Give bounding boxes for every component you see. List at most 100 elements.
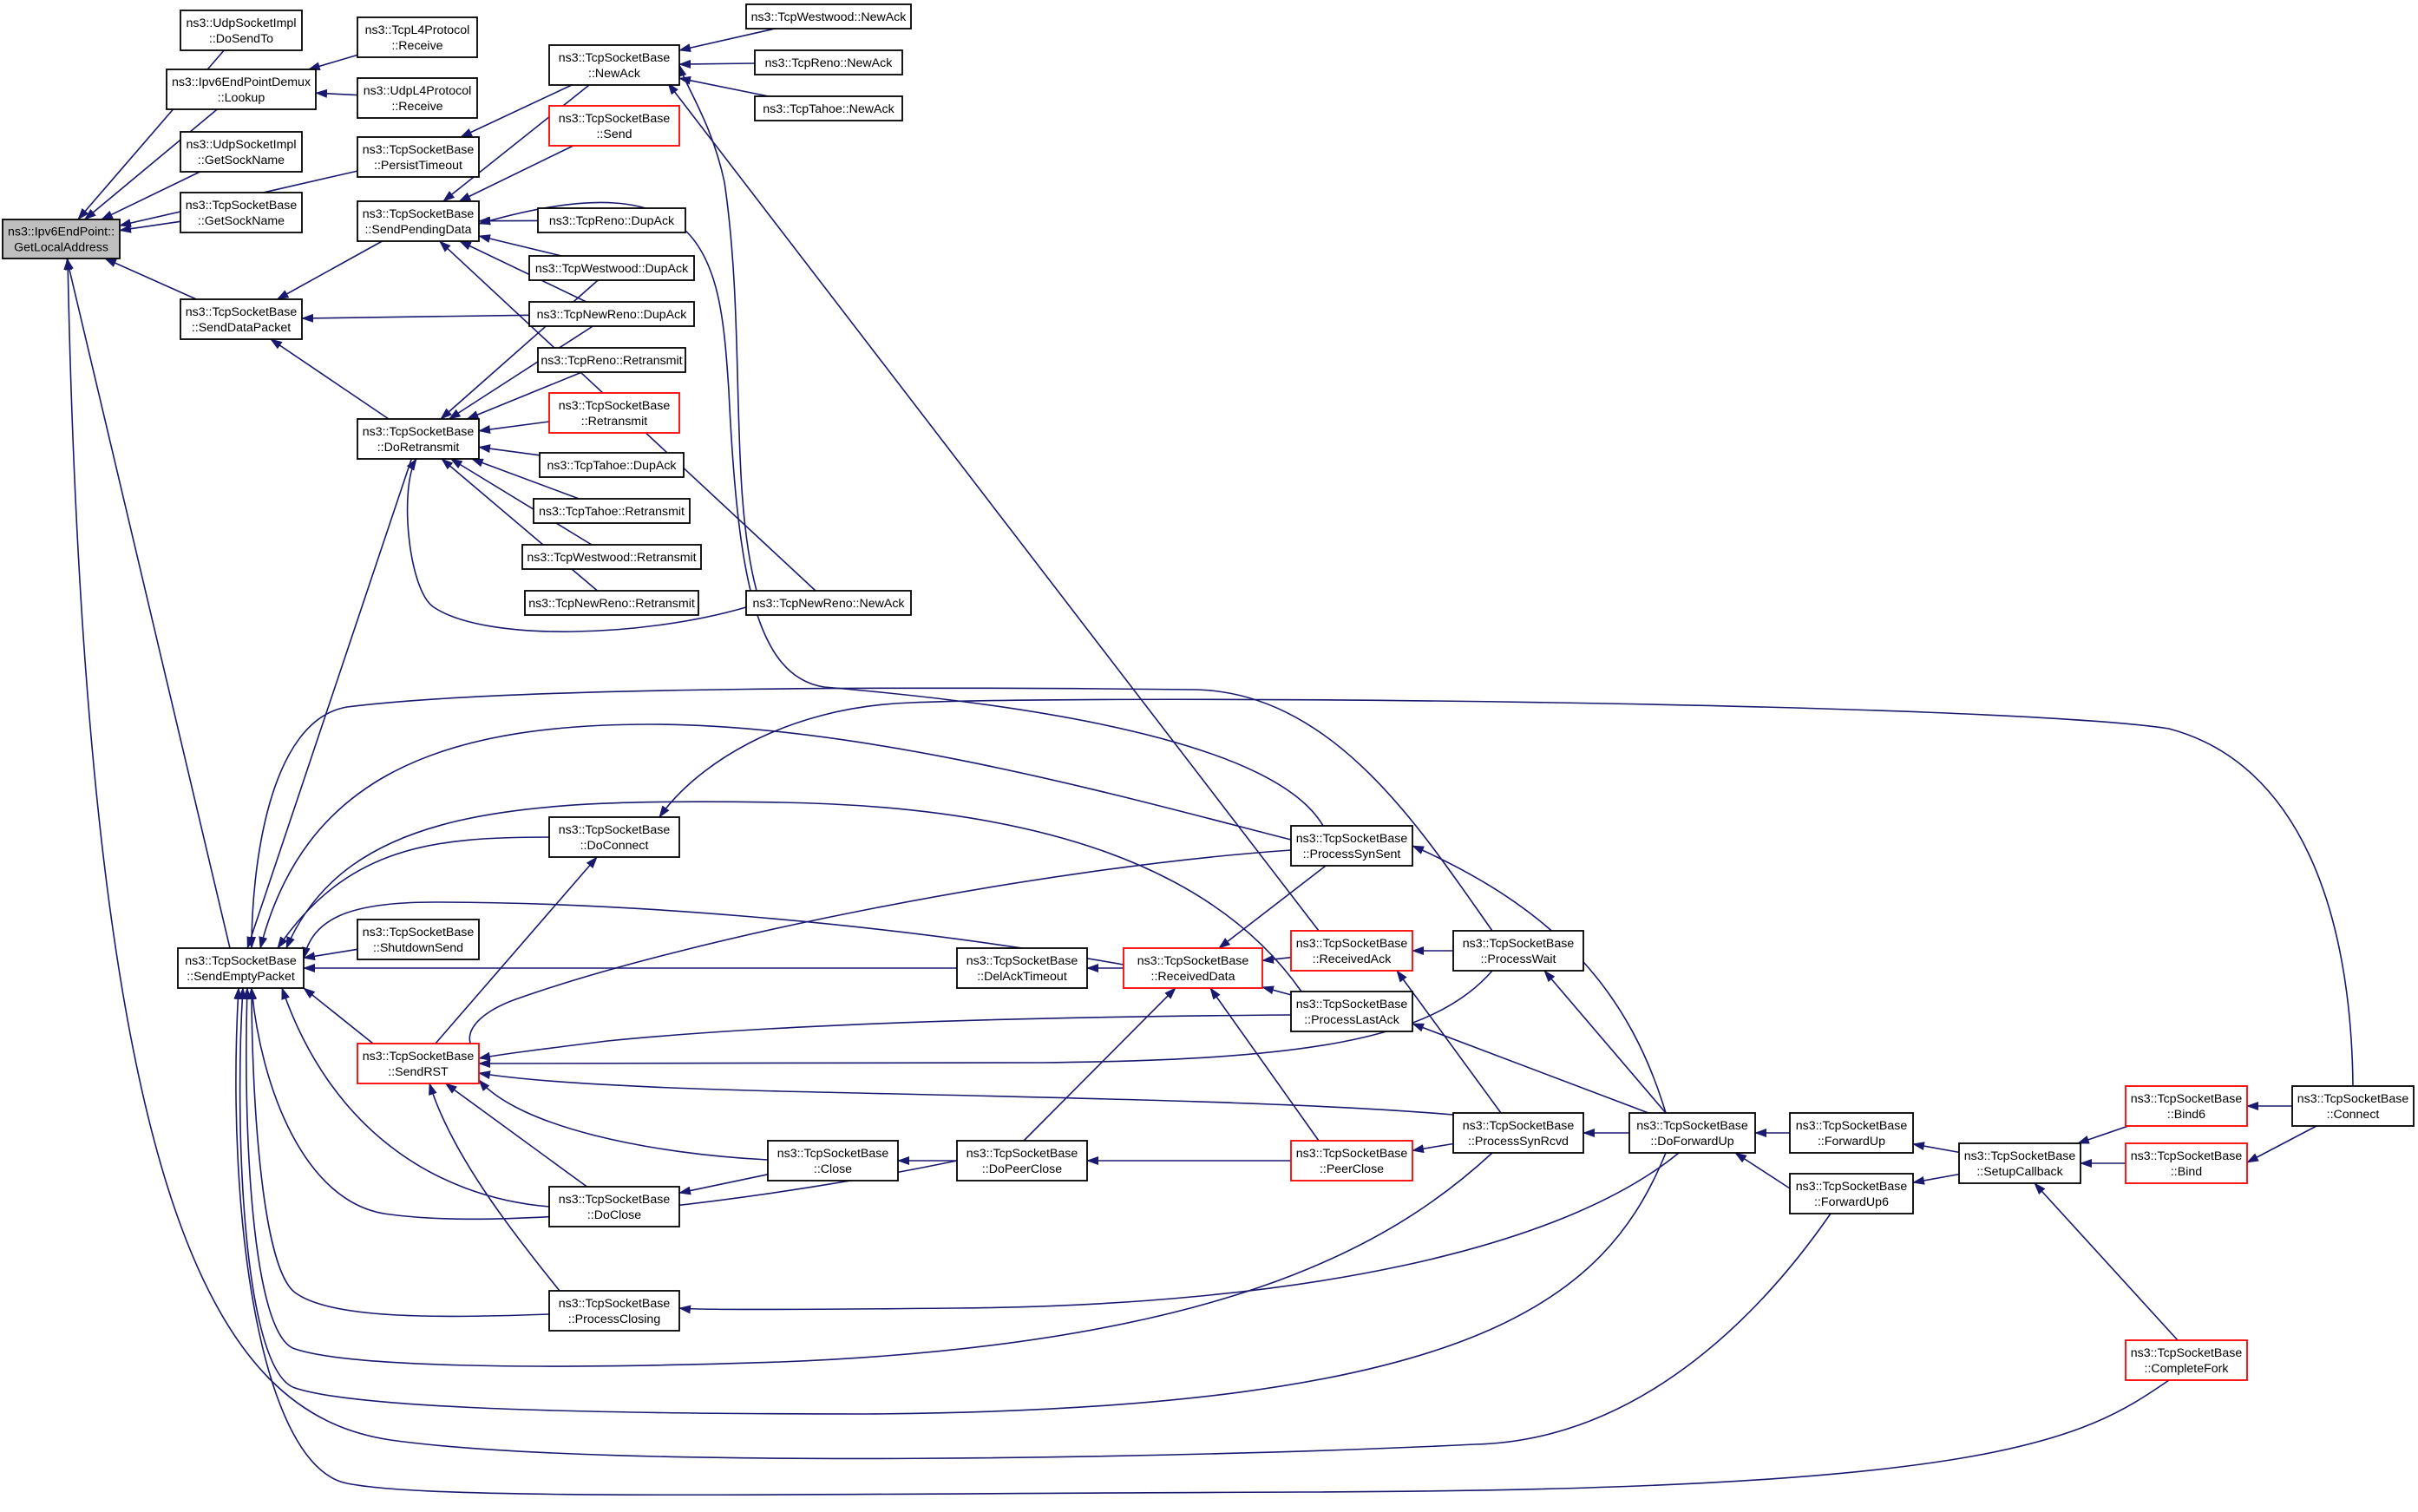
node-udp_getsockname[interactable]: ns3::UdpSocketImpl::GetSockName <box>180 131 303 173</box>
node-processsynsent[interactable]: ns3::TcpSocketBase::ProcessSynSent <box>1290 825 1413 867</box>
node-bind[interactable]: ns3::TcpSocketBase::Bind <box>2125 1142 2248 1184</box>
node-tahoe_dupack[interactable]: ns3::TcpTahoe::DupAck <box>539 452 685 478</box>
edge-doretransmit-to-senddatapacket <box>270 338 390 420</box>
edge-processlastack-to-sendrst <box>478 1014 1292 1061</box>
edge-newreno_dupack-to-doretransmit <box>448 325 593 420</box>
node-label: ::PersistTimeout <box>374 159 462 173</box>
node-label: ::DoClose <box>587 1208 641 1222</box>
node-reno_retransmit[interactable]: ns3::TcpReno::Retransmit <box>537 347 686 373</box>
node-delacktimeout[interactable]: ns3::TcpSocketBase::DelAckTimeout <box>956 947 1088 989</box>
edges-layer <box>63 28 2354 1496</box>
node-processlastack[interactable]: ns3::TcpSocketBase::ProcessLastAck <box>1290 991 1413 1032</box>
node-box <box>2125 1142 2248 1184</box>
node-label: ns3::TcpSocketBase <box>186 305 298 319</box>
edge-processsynsent-to-receiveddata <box>1218 865 1327 949</box>
node-box <box>1789 1112 1914 1154</box>
node-connect[interactable]: ns3::TcpSocketBase::Connect <box>2291 1085 2415 1127</box>
node-newreno_newack[interactable]: ns3::TcpNewReno::NewAck <box>745 590 912 616</box>
node-newreno_retransmit[interactable]: ns3::TcpNewReno::Retransmit <box>524 590 699 616</box>
node-box <box>180 298 303 340</box>
node-bind6[interactable]: ns3::TcpSocketBase::Bind6 <box>2125 1085 2248 1127</box>
node-tcpl4_receive[interactable]: ns3::TcpL4Protocol::Receive <box>357 16 478 58</box>
node-doclose[interactable]: ns3::TcpSocketBase::DoClose <box>548 1186 680 1227</box>
node-shutdownsend[interactable]: ns3::TcpSocketBase::ShutdownSend <box>357 919 480 960</box>
node-tahoe_retransmit[interactable]: ns3::TcpTahoe::Retransmit <box>533 498 691 524</box>
edge-senddatapacket-to-getlocal <box>104 258 197 300</box>
node-tcpsend[interactable]: ns3::TcpSocketBase::Send <box>548 105 680 147</box>
edge-doforwardup-to-processsynsent <box>1412 845 1667 1114</box>
node-westwood_newack[interactable]: ns3::TcpWestwood::NewAck <box>745 3 912 29</box>
node-label: ns3::TcpReno::DupAck <box>549 214 675 228</box>
node-forwardup6[interactable]: ns3::TcpSocketBase::ForwardUp6 <box>1789 1173 1914 1214</box>
node-label: ns3::TcpSocketBase <box>2131 1149 2243 1163</box>
node-doretransmit[interactable]: ns3::TcpSocketBase::DoRetransmit <box>357 418 480 460</box>
node-label: ::SendRST <box>388 1065 449 1079</box>
node-doconnect[interactable]: ns3::TcpSocketBase::DoConnect <box>548 816 680 858</box>
node-processwait[interactable]: ns3::TcpSocketBase::ProcessWait <box>1452 930 1584 972</box>
node-dopeerclose[interactable]: ns3::TcpSocketBase::DoPeerClose <box>956 1140 1088 1181</box>
node-peerclose[interactable]: ns3::TcpSocketBase::PeerClose <box>1290 1140 1413 1181</box>
node-receivedack[interactable]: ns3::TcpSocketBase::ReceivedAck <box>1290 930 1413 972</box>
node-sendrst[interactable]: ns3::TcpSocketBase::SendRST <box>357 1043 480 1084</box>
node-reno_dupack[interactable]: ns3::TcpReno::DupAck <box>537 207 686 233</box>
node-label: ::DoPeerClose <box>982 1162 1062 1176</box>
node-box <box>1123 947 1263 989</box>
node-reno_newack[interactable]: ns3::TcpReno::NewAck <box>754 49 903 75</box>
node-label: ns3::TcpSocketBase <box>363 207 475 221</box>
node-processsynrcvd[interactable]: ns3::TcpSocketBase::ProcessSynRcvd <box>1452 1112 1584 1154</box>
node-setupcallback[interactable]: ns3::TcpSocketBase::SetupCallback <box>1958 1142 2081 1184</box>
node-westwood_retransmit[interactable]: ns3::TcpWestwood::Retransmit <box>521 544 702 570</box>
node-label: ns3::TcpSocketBase <box>2131 1092 2243 1106</box>
node-label: ::Retransmit <box>581 415 648 429</box>
edge-reno_retransmit-to-doretransmit <box>466 371 583 420</box>
node-label: ::DelAckTimeout <box>977 970 1067 984</box>
node-udpl4_receive[interactable]: ns3::UdpL4Protocol::Receive <box>357 77 478 119</box>
node-label: ns3::TcpSocketBase <box>1296 937 1408 951</box>
node-label: ns3::TcpSocketBase <box>1296 1147 1408 1161</box>
edge-dopeerclose-to-receiveddata <box>1023 987 1176 1142</box>
node-label: ::ProcessClosing <box>568 1312 660 1326</box>
node-doforwardup[interactable]: ns3::TcpSocketBase::DoForwardUp <box>1628 1112 1756 1154</box>
edge-doforwardup-to-processlastack <box>1412 1023 1649 1114</box>
node-getlocal[interactable]: ns3::Ipv6EndPoint::GetLocalAddress <box>2 219 121 259</box>
edge-doretransmit-to-sendempty <box>246 458 413 949</box>
edge-doclose-to-sendempty <box>281 987 550 1208</box>
node-receiveddata[interactable]: ns3::TcpSocketBase::ReceivedData <box>1123 947 1263 989</box>
node-senddatapacket[interactable]: ns3::TcpSocketBase::SendDataPacket <box>180 298 303 340</box>
node-forwardup[interactable]: ns3::TcpSocketBase::ForwardUp <box>1789 1112 1914 1154</box>
node-tcp_getsockname[interactable]: ns3::TcpSocketBase::GetSockName <box>180 192 303 233</box>
node-label: ::ProcessSynSent <box>1303 848 1401 861</box>
node-label: ::Send <box>596 128 632 141</box>
node-westwood_dupack[interactable]: ns3::TcpWestwood::DupAck <box>528 255 695 281</box>
edge-setupcallback-to-forwardup <box>1912 1142 1960 1154</box>
node-persisttimeout[interactable]: ns3::TcpSocketBase::PersistTimeout <box>357 136 480 178</box>
node-label: ns3::UdpSocketImpl <box>187 16 297 30</box>
node-label: ns3::TcpSocketBase <box>559 51 671 65</box>
node-completefork[interactable]: ns3::TcpSocketBase::CompleteFork <box>2125 1339 2248 1381</box>
edge-tahoe_dupack-to-doretransmit <box>478 444 541 456</box>
node-newreno_dupack[interactable]: ns3::TcpNewReno::DupAck <box>528 301 695 327</box>
node-box <box>537 207 686 233</box>
node-demux_lookup[interactable]: ns3::Ipv6EndPointDemux::Lookup <box>166 69 317 110</box>
node-label: ns3::TcpNewReno::DupAck <box>537 308 688 322</box>
node-sendpending[interactable]: ns3::TcpSocketBase::SendPendingData <box>357 200 480 242</box>
edge-processwait-to-sendempty <box>247 687 1493 949</box>
node-processclosing[interactable]: ns3::TcpSocketBase::ProcessClosing <box>548 1290 680 1332</box>
node-close[interactable]: ns3::TcpSocketBase::Close <box>767 1140 899 1181</box>
edge-sendpending-to-senddatapacket <box>276 240 383 300</box>
node-label: ns3::TcpTahoe::NewAck <box>763 102 894 116</box>
node-base_retransmit[interactable]: ns3::TcpSocketBase::Retransmit <box>548 392 680 434</box>
node-newack[interactable]: ns3::TcpSocketBase::NewAck <box>548 44 680 86</box>
edge-udp_getsockname-to-getlocal <box>101 171 200 220</box>
node-udp_dosendto[interactable]: ns3::UdpSocketImpl::DoSendTo <box>180 10 303 51</box>
node-tahoe_newack[interactable]: ns3::TcpTahoe::NewAck <box>754 95 903 121</box>
edge-newreno_newack-to-doretransmit <box>406 458 747 632</box>
node-label: ::Receive <box>391 100 442 114</box>
node-label: ns3::TcpSocketBase <box>1796 1180 1908 1194</box>
node-sendempty[interactable]: ns3::TcpSocketBase::SendEmptyPacket <box>177 947 305 989</box>
node-label: ::SendEmptyPacket <box>187 970 295 984</box>
edge-processsynsent-to-sendempty <box>259 723 1292 949</box>
node-box <box>2 219 121 259</box>
node-label: ns3::TcpSocketBase <box>777 1147 889 1161</box>
node-label: ::CompleteFork <box>2145 1362 2230 1376</box>
